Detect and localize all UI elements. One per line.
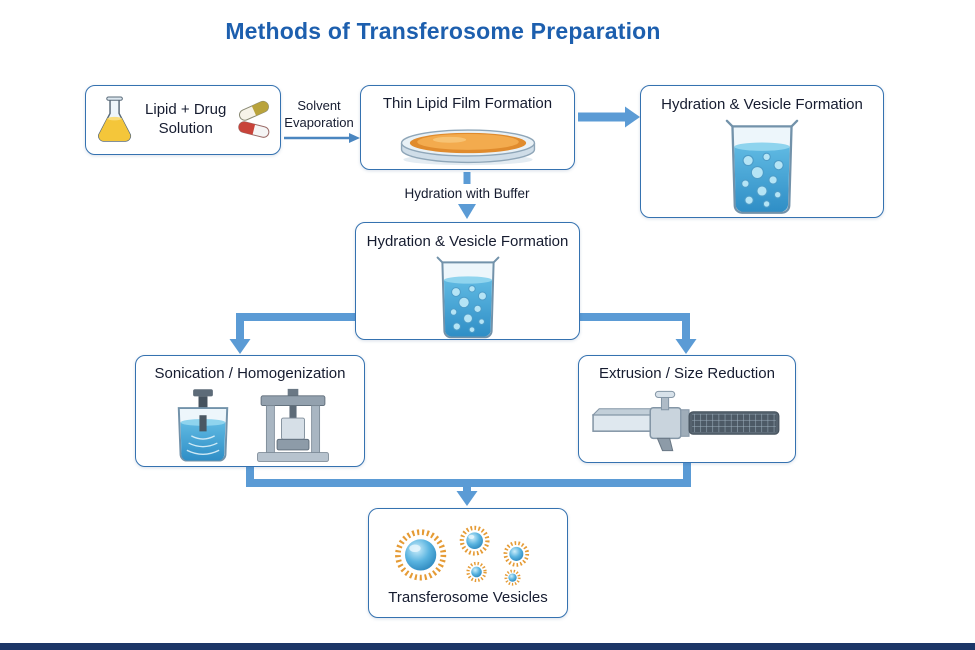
hydration-buffer-label: Hydration with Buffer	[394, 184, 540, 204]
sonication-icon-row	[168, 388, 332, 464]
lipid-drug-solution-box: Lipid + Drug Solution	[85, 85, 281, 155]
beaker-icon	[719, 119, 805, 215]
erlenmeyer-flask-icon	[94, 92, 135, 148]
extruder-icon	[590, 389, 784, 455]
arrow-solvent-evaporation	[284, 133, 360, 143]
thin-lipid-film-label: Thin Lipid Film Formation	[382, 95, 553, 112]
petri-dish-icon	[389, 119, 547, 167]
transferosome-vesicles-label: Transferosome Vesicles	[388, 589, 548, 607]
arrow-converge-to-vesicles	[246, 462, 691, 506]
hydration-vesicle-box-center: Hydration & Vesicle Formation	[355, 222, 580, 340]
solvent-evaporation-label: Solvent Evaporation	[284, 98, 354, 131]
extrusion-size-reduction-label: Extrusion / Size Reduction	[599, 365, 775, 382]
sonication-homogenization-box: Sonication / Homogenization	[135, 355, 365, 467]
beaker-icon	[431, 256, 505, 339]
hydration-vesicle-right-label: Hydration & Vesicle Formation	[661, 96, 863, 113]
sonicator-icon	[168, 388, 238, 464]
arrow-film-to-hydration	[578, 106, 640, 128]
thin-lipid-film-box: Thin Lipid Film Formation	[360, 85, 575, 170]
extrusion-size-reduction-box: Extrusion / Size Reduction	[578, 355, 796, 463]
hydration-vesicle-center-label: Hydration & Vesicle Formation	[366, 233, 569, 250]
arrow-branch-to-sonication	[229, 313, 356, 354]
lipid-drug-solution-label: Lipid + Drug Solution	[145, 101, 227, 137]
diagram-title: Methods of Transferosome Preparation	[225, 18, 661, 44]
footer-bar	[0, 643, 975, 650]
homogenizer-icon	[254, 388, 332, 464]
arrow-branch-to-extrusion	[579, 313, 697, 354]
transferosome-vesicles-icon	[379, 517, 557, 589]
sonication-homogenization-label: Sonication / Homogenization	[154, 365, 346, 382]
hydration-vesicle-box-right: Hydration & Vesicle Formation	[640, 85, 884, 218]
transferosome-vesicles-box: Transferosome Vesicles	[368, 508, 568, 618]
drug-capsules-icon	[236, 97, 272, 143]
